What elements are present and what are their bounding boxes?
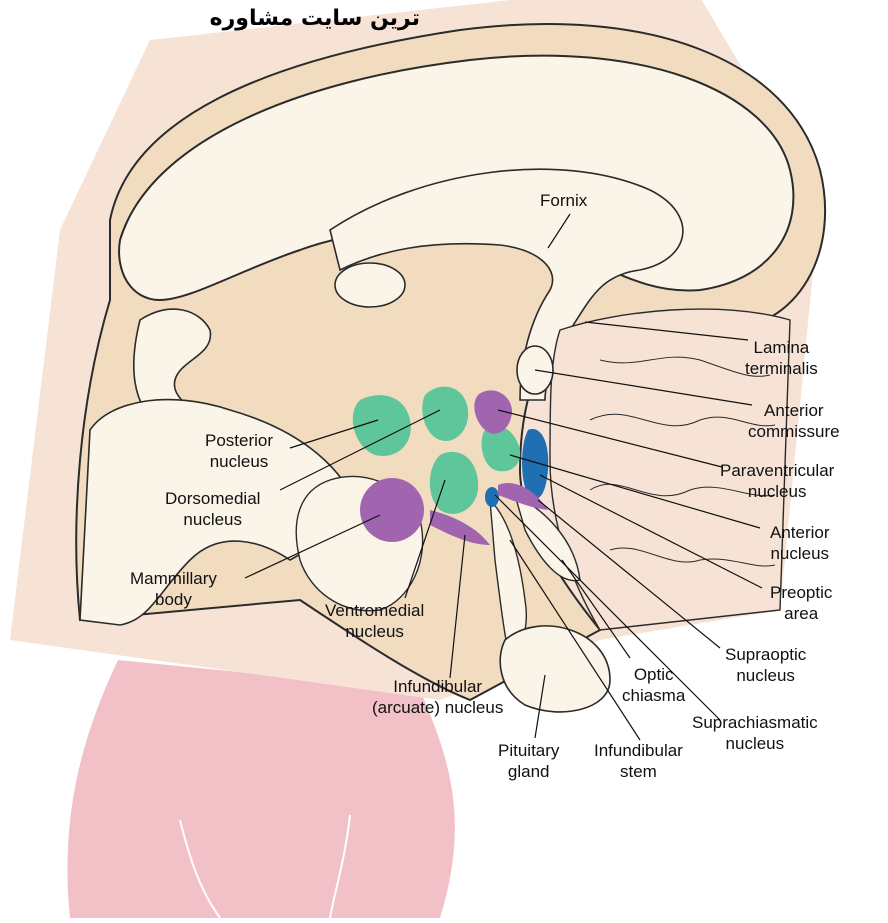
watermark-text: ترین سایت مشاوره [0,6,420,31]
label-lamina-terminalis: Lamina terminalis [745,337,818,379]
label-anterior-nucleus: Anterior nucleus [770,522,830,564]
label-ventromedial-nucleus: Ventromedial nucleus [325,600,424,642]
thalamic-adhesion [335,263,405,307]
label-supraoptic-nucleus: Supraoptic nucleus [725,644,806,686]
label-paraventricular-nucleus: Paraventricular nucleus [720,460,834,502]
label-mammillary-body: Mammillary body [130,568,217,610]
label-suprachiasmatic-nucleus: Suprachiasmatic nucleus [692,712,818,754]
label-pituitary-gland: Pituitary gland [498,740,559,782]
label-preoptic-area: Preoptic area [770,582,832,624]
mammillary-body-shape [360,478,424,542]
label-dorsomedial-nucleus: Dorsomedial nucleus [165,488,260,530]
label-posterior-nucleus: Posterior nucleus [205,430,273,472]
label-infundibular-stem: Infundibular stem [594,740,683,782]
label-infundibular-arcuate-nucleus: Infundibular (arcuate) nucleus [372,676,503,718]
label-fornix: Fornix [540,190,587,211]
label-anterior-commissure: Anterior commissure [748,400,840,442]
label-optic-chiasma: Optic chiasma [622,664,685,706]
